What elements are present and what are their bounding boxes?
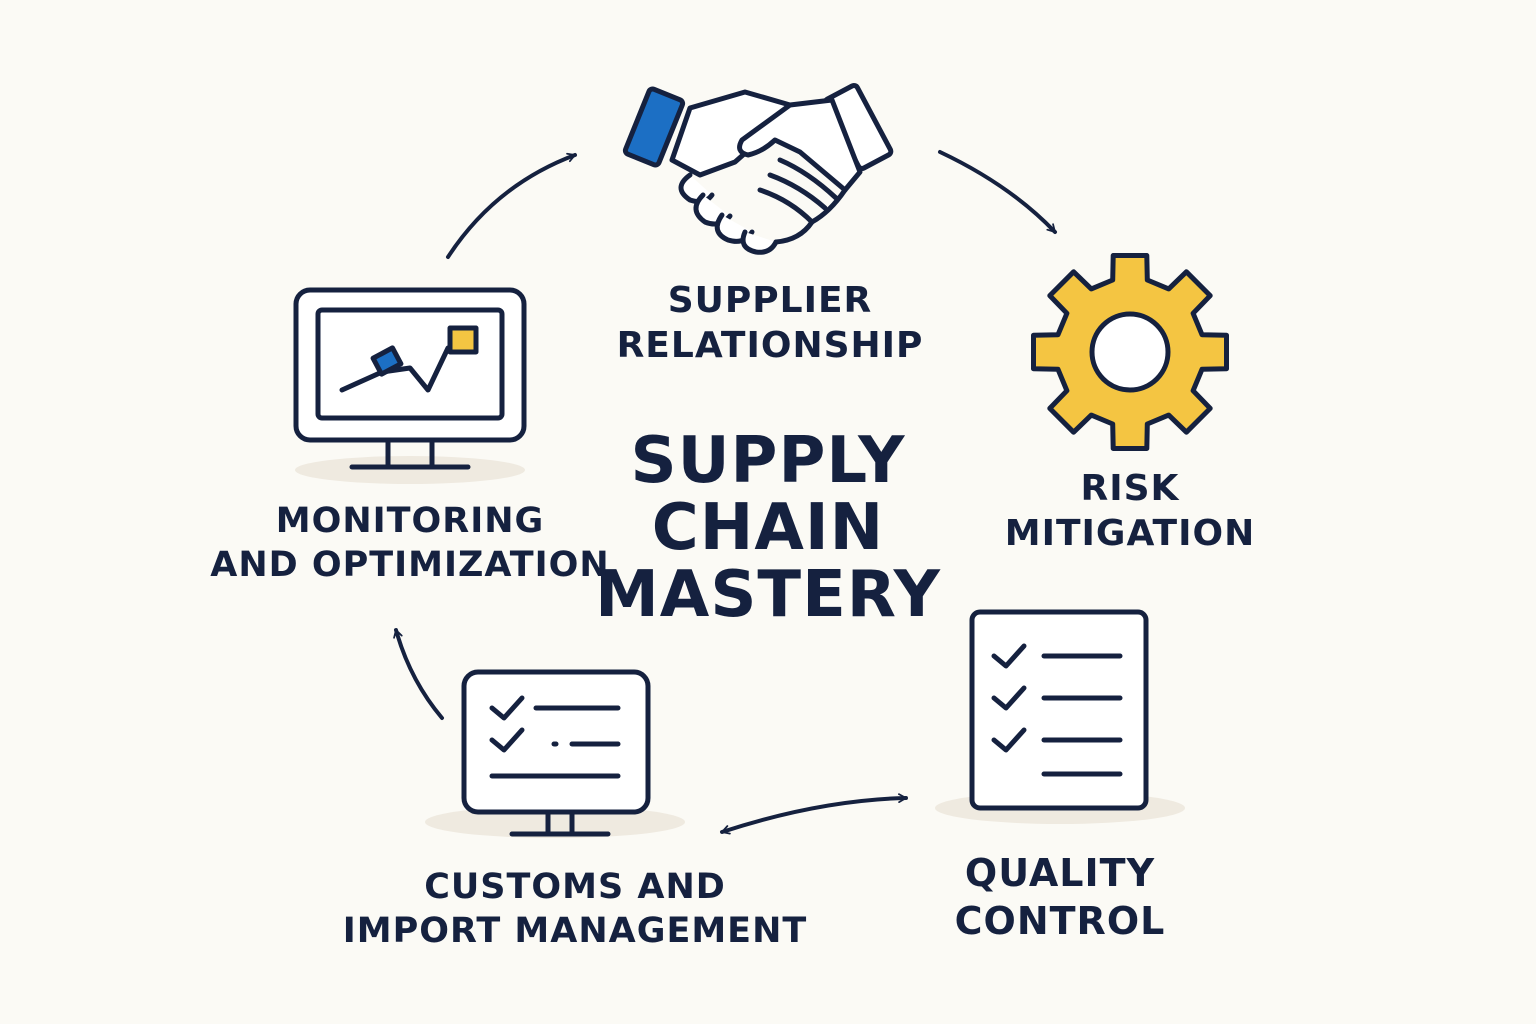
monitoring-label-line-2: AND OPTIMIZATION bbox=[210, 544, 610, 585]
arrow-supplier-to-risk bbox=[938, 150, 1057, 234]
risk-label-line-1: RISK bbox=[1080, 468, 1180, 509]
arrow-customs-to-monitoring bbox=[393, 628, 444, 720]
title-line-2: CHAIN bbox=[651, 491, 885, 566]
supplier-label-line-2: RELATIONSHIP bbox=[616, 325, 924, 366]
arrow-monitoring-to-supplier bbox=[446, 152, 577, 259]
checklist-icon bbox=[969, 609, 1149, 811]
supplier-relationship-label: SUPPLIER RELATIONSHIP bbox=[570, 278, 970, 368]
customs-label-line-2: IMPORT MANAGEMENT bbox=[342, 910, 808, 951]
monitor-chart-icon bbox=[293, 287, 527, 470]
gear-icon bbox=[1031, 253, 1229, 451]
quality-label-line-1: QUALITY bbox=[964, 851, 1156, 895]
customs-label-line-1: CUSTOMS AND bbox=[424, 867, 726, 907]
quality-control-label: QUALITY CONTROL bbox=[920, 850, 1200, 945]
risk-mitigation-label: RISK MITIGATION bbox=[980, 466, 1280, 556]
title-line-3: MASTERY bbox=[595, 558, 941, 633]
quality-label-line-2: CONTROL bbox=[954, 898, 1166, 943]
title-line-1: SUPPLY bbox=[630, 424, 906, 498]
monitoring-label-line-1: MONITORING bbox=[275, 501, 545, 541]
risk-label-line-2: MITIGATION bbox=[1004, 513, 1256, 554]
page-title: SUPPLY CHAIN MASTERY bbox=[568, 424, 968, 633]
customs-import-label: CUSTOMS AND IMPORT MANAGEMENT bbox=[340, 866, 810, 954]
handshake-icon bbox=[622, 83, 894, 255]
monitoring-shadow bbox=[295, 456, 525, 484]
monitor-checklist-icon bbox=[461, 669, 651, 837]
cycle-arrows bbox=[393, 150, 1057, 835]
supplier-label-line-1: SUPPLIER bbox=[667, 280, 873, 321]
arrow-quality-customs-bidirectional bbox=[720, 793, 908, 835]
monitoring-optimization-label: MONITORING AND OPTIMIZATION bbox=[200, 500, 620, 588]
